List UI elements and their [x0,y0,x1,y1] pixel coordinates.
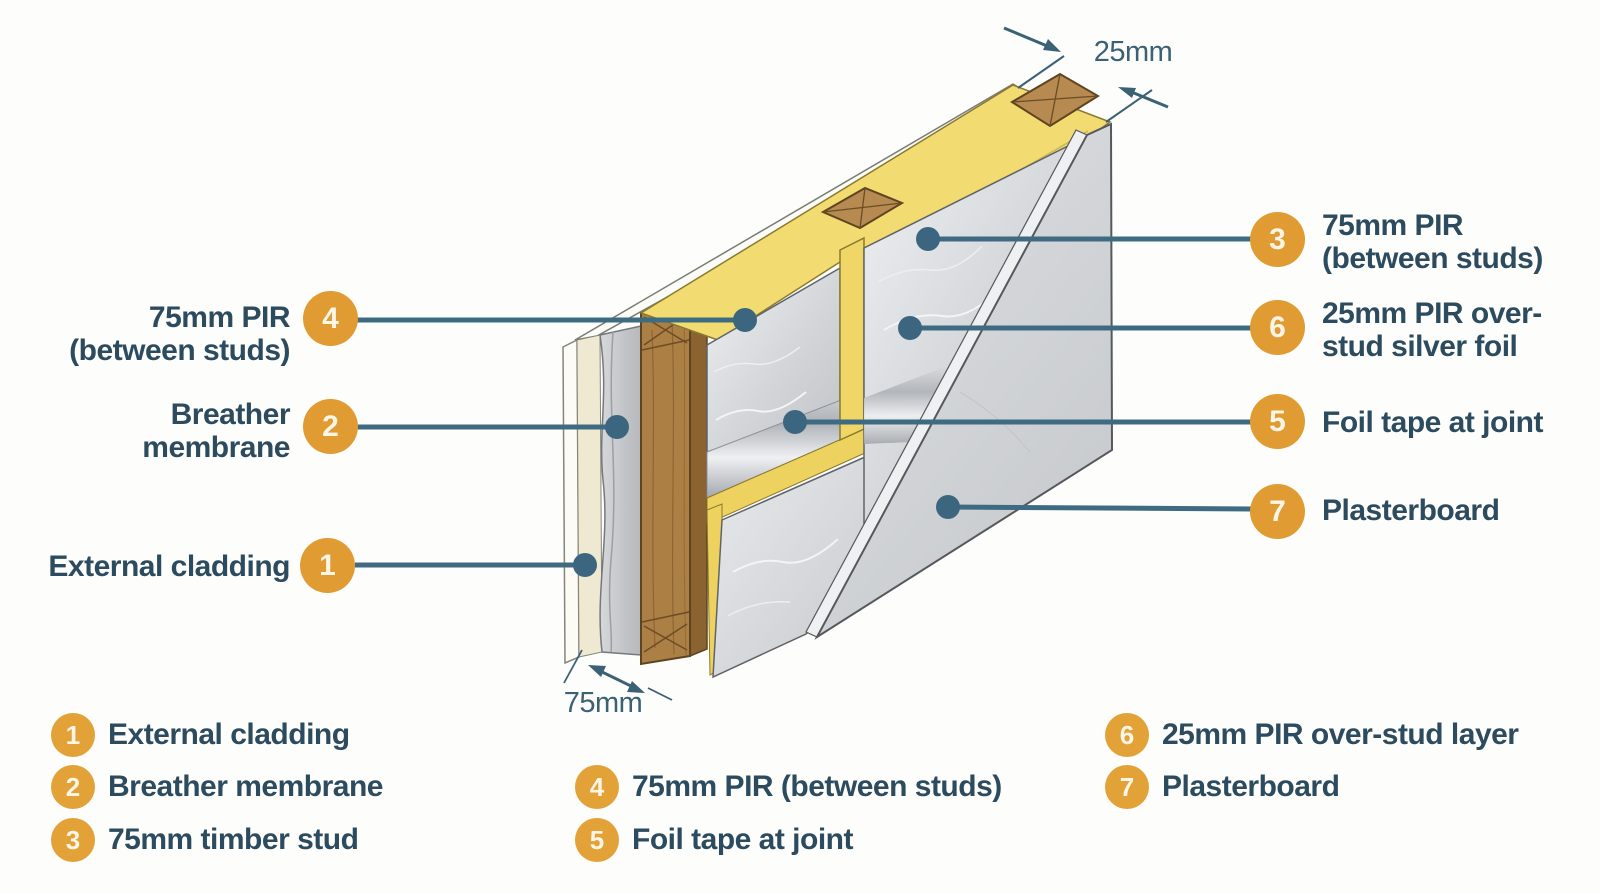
callout-circle-5: 5 [1250,394,1305,449]
legend-item-3: 3 75mm timber stud [51,818,359,862]
legend-item-1: 1 External cladding [51,713,350,757]
callout-circle-7: 7 [1250,484,1305,539]
legend-item-6: 6 25mm PIR over-stud layer [1105,713,1519,757]
external-cladding-layer [562,334,603,665]
legend-item-4: 4 75mm PIR (between studs) [575,765,1002,809]
legend-circle-5: 5 [575,818,619,862]
legend-item-5: 5 Foil tape at joint [575,818,854,862]
legend-circle-2: 2 [51,765,95,809]
callout-circle-6: 6 [1250,300,1305,355]
dimension-bottom-75mm [563,649,673,701]
pir-middle-stud-edge [839,236,865,442]
legend-circle-4: 4 [575,765,619,809]
legend-label-2: Breather membrane [108,770,383,803]
dimension-label-75mm: 75mm [563,687,643,719]
callout-circle-3: 3 [1250,212,1305,267]
legend-label-4: 75mm PIR (between studs) [632,770,1002,803]
callout-circle-4: 4 [303,291,358,346]
legend-item-2: 2 Breather membrane [51,765,383,809]
callout-label-75mm-pir-left: 75mm PIR (between studs) [69,301,290,367]
legend-circle-7: 7 [1105,765,1149,809]
leader-lines [355,236,1252,568]
legend-label-1: External cladding [108,718,350,751]
callout-label-external-cladding: External cladding [48,550,290,583]
legend-label-3: 75mm timber stud [108,823,359,856]
legend-label-6: 25mm PIR over-stud layer [1162,718,1519,751]
dimension-label-25mm: 25mm [1093,36,1173,68]
legend-label-7: Plasterboard [1162,770,1340,803]
callout-label-foil-tape: Foil tape at joint [1322,406,1544,439]
timber-stud [640,295,708,666]
callout-label-plasterboard: Plasterboard [1322,494,1500,527]
legend-circle-6: 6 [1105,713,1149,757]
callout-circle-1: 1 [300,538,355,593]
legend-label-5: Foil tape at joint [632,823,854,856]
legend-circle-1: 1 [51,713,95,757]
callout-label-25mm-pir-overstud: 25mm PIR over- stud silver foil [1322,297,1542,363]
callout-label-75mm-pir-right: 75mm PIR (between studs) [1322,209,1543,275]
callout-circle-2: 2 [303,399,358,454]
leader-dots [573,227,960,577]
plasterboard-panel [805,122,1114,640]
legend-item-7: 7 Plasterboard [1105,765,1340,809]
breather-membrane-layer [599,325,642,656]
legend-circle-3: 3 [51,818,95,862]
dimension-top-25mm [1003,26,1169,123]
timber-blocking [820,72,1100,230]
callout-label-breather-membrane: Breather membrane [142,398,290,464]
